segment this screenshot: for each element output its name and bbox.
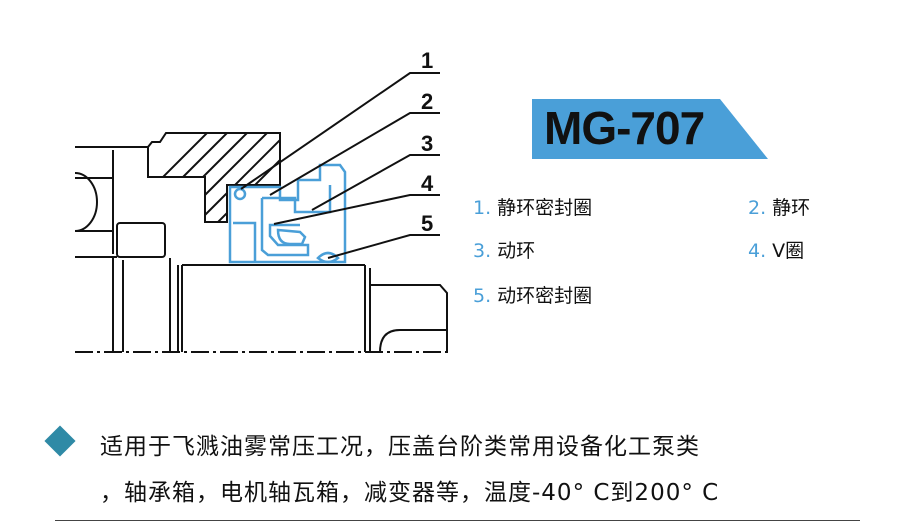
description-line-1: 适用于飞溅油雾常压工况，压盖台阶类常用设备化工泵类 [100, 434, 700, 460]
legend-item-1: 1.静环密封圈 [473, 193, 592, 220]
legend-number: 1. [473, 197, 492, 219]
legend-label: V圈 [772, 240, 805, 262]
model-title-badge: MG-707 [532, 99, 768, 159]
legend-item-3: 3.动环 [473, 236, 535, 263]
model-title: MG-707 [544, 102, 705, 154]
seal-assembly [228, 163, 347, 264]
callout-4: 4 [421, 171, 434, 196]
title-banner-shape [532, 99, 768, 159]
legend-item-4: 4.V圈 [748, 236, 804, 263]
leader-lines [240, 72, 440, 259]
callout-3: 3 [421, 131, 434, 156]
legend-label: 动环 [497, 240, 536, 262]
legend-item-5: 5.动环密封圈 [473, 281, 592, 308]
description: 适用于飞溅油雾常压工况，压盖台阶类常用设备化工泵类 ，轴承箱，电机轴瓦箱，减变器… [100, 424, 719, 516]
description-line-2: ，轴承箱，电机轴瓦箱，减变器等，温度-40° C到200° C [100, 480, 720, 506]
callout-2: 2 [421, 89, 434, 114]
legend-label: 静环密封圈 [497, 197, 593, 219]
legend-label: 动环密封圈 [497, 285, 593, 307]
legend-number: 2. [748, 197, 767, 219]
callout-1: 1 [421, 48, 434, 73]
legend-number: 5. [473, 285, 492, 307]
housing-lines [74, 132, 450, 353]
bottom-divider [55, 520, 860, 521]
callout-5: 5 [421, 211, 434, 236]
legend-number: 3. [473, 240, 492, 262]
legend-item-2: 2.静环 [748, 193, 810, 220]
legend-label: 静环 [772, 197, 811, 219]
legend-number: 4. [748, 240, 767, 262]
